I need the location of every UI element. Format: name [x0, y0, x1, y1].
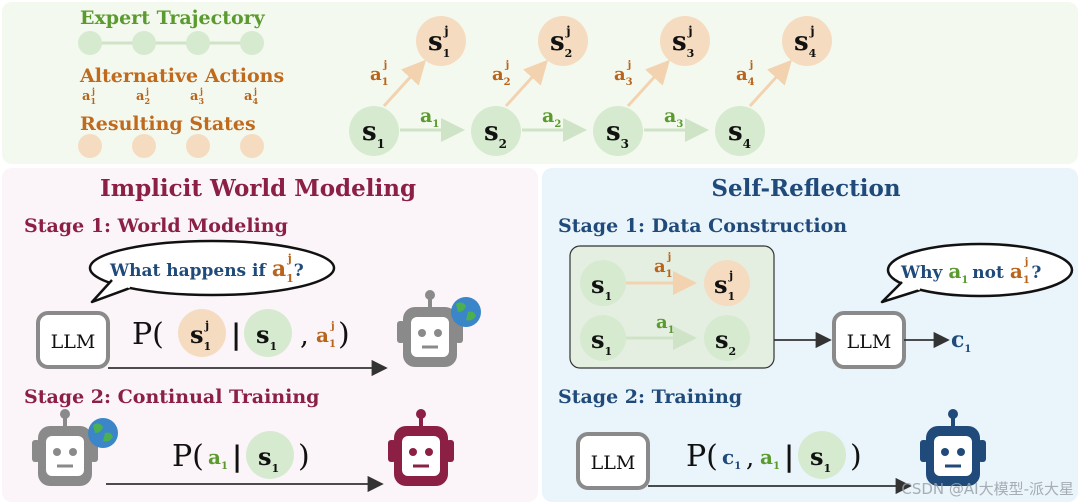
- dc-state-s2-circle: [704, 315, 750, 361]
- left-p1-alt-state-circle: [178, 309, 226, 357]
- gray-robot-icon: [397, 290, 463, 367]
- svg-text:s4j: s4j: [794, 24, 817, 60]
- alt-action-a3: a3j: [614, 60, 633, 88]
- c-output: c1: [951, 327, 971, 355]
- right-p-state: s1: [810, 442, 831, 475]
- left-p2-action: a1: [208, 445, 228, 472]
- svg-text:s2: s2: [484, 117, 507, 151]
- right-p-comma: ,: [746, 443, 754, 473]
- alt-action-a1: a1j: [370, 60, 389, 88]
- left-p2-open: P(: [172, 439, 204, 474]
- svg-text:s1j: s1j: [428, 24, 450, 60]
- blue-robot-icon: [920, 409, 986, 486]
- alt-action-a4: a4j: [736, 60, 755, 88]
- dc-alt-state: s1j: [714, 269, 735, 303]
- legend-alt-label: Alternative Actions: [79, 65, 284, 87]
- right-title: Self-Reflection: [711, 175, 900, 202]
- left-p1-comma: ,: [300, 318, 309, 351]
- state-s3: s3: [593, 106, 643, 156]
- right-p-bar: |: [784, 440, 794, 473]
- left-p1-open: P(: [132, 317, 164, 352]
- right-speech-bubble: [880, 242, 1074, 304]
- right-stage2: Stage 2: Training: [558, 386, 742, 408]
- svg-text:s2j: s2j: [550, 24, 572, 60]
- left-llm-label: LLM: [51, 331, 96, 353]
- dc-alt-action: a1j: [654, 252, 673, 280]
- legend-result-dots: [78, 134, 264, 158]
- left-speech-bubble: [88, 239, 336, 304]
- legend-alt-items: a1j a2j a3j a4j: [82, 86, 258, 106]
- legend-result-label: Resulting States: [80, 113, 256, 135]
- dc-alt-state-circle: [704, 260, 750, 306]
- alt-state-s3: s3j: [660, 16, 710, 66]
- left-p2-state-circle: [246, 431, 294, 479]
- left-p2-bar: |: [232, 440, 242, 473]
- globe-icon: [451, 297, 481, 327]
- right-p-action: a1: [760, 445, 780, 472]
- right-p-open: P(: [686, 439, 718, 474]
- svg-text:a3j: a3j: [190, 86, 204, 106]
- dc-state-s2: s2: [715, 325, 736, 358]
- left-p1-bar: |: [231, 318, 241, 351]
- right-p-close: ): [850, 439, 862, 474]
- legend-expert-line: [78, 31, 264, 55]
- svg-text:s1: s1: [362, 117, 385, 151]
- gray-robot-icon-2: [32, 409, 98, 486]
- right-llm-label-2: LLM: [591, 452, 636, 474]
- action-a3: a3: [664, 105, 683, 130]
- svg-text:a1j: a1j: [82, 86, 96, 106]
- left-p1-alt-state: s1j: [190, 319, 211, 353]
- left-p1-close: ): [338, 317, 350, 352]
- action-a1: a1: [420, 105, 439, 130]
- state-s1: s1: [349, 106, 399, 156]
- left-p1-state-circle: [244, 309, 292, 357]
- right-llm-label: LLM: [847, 331, 892, 353]
- left-stage1: Stage 1: World Modeling: [24, 215, 288, 237]
- right-p-c: c1: [722, 445, 741, 472]
- action-a2: a2: [542, 105, 561, 130]
- left-p1-state: s1: [256, 320, 277, 353]
- globe-icon-2: [88, 418, 118, 448]
- alt-state-s1: s1j: [416, 16, 466, 66]
- dc-state-s1-top: s1: [591, 270, 612, 303]
- right-llm-box-2: [576, 432, 650, 490]
- dc-state-s1-top-circle: [580, 260, 626, 306]
- state-s4: s4: [715, 106, 765, 156]
- dc-state-s1-bottom: s1: [591, 325, 612, 358]
- left-llm-box: [36, 311, 110, 369]
- alt-state-s2: s2j: [538, 16, 588, 66]
- left-p1-alt-action: a1j: [316, 321, 336, 350]
- trajectory-arrows: [382, 59, 793, 142]
- left-stage2: Stage 2: Continual Training: [24, 386, 319, 408]
- left-p2-close: ): [298, 439, 310, 474]
- alt-action-a2: a2j: [492, 60, 511, 88]
- red-robot-icon: [388, 409, 454, 486]
- svg-text:s3: s3: [606, 117, 629, 151]
- dc-action: a1: [656, 312, 675, 336]
- state-s2: s2: [471, 106, 521, 156]
- svg-text:s3j: s3j: [672, 24, 694, 60]
- dc-state-s1-bottom-circle: [580, 315, 626, 361]
- svg-text:a2j: a2j: [136, 86, 150, 106]
- alt-state-s4: s4j: [782, 16, 832, 66]
- svg-text:s4: s4: [728, 117, 751, 151]
- legend-expert-label: Expert Trajectory: [80, 7, 266, 29]
- watermark: CSDN @AI大模型-派大星: [901, 480, 1074, 498]
- right-p-state-circle: [798, 431, 846, 479]
- svg-text:a4j: a4j: [244, 86, 258, 106]
- left-title: Implicit World Modeling: [100, 175, 416, 202]
- left-p2-state: s1: [258, 442, 279, 475]
- right-stage1: Stage 1: Data Construction: [558, 215, 847, 237]
